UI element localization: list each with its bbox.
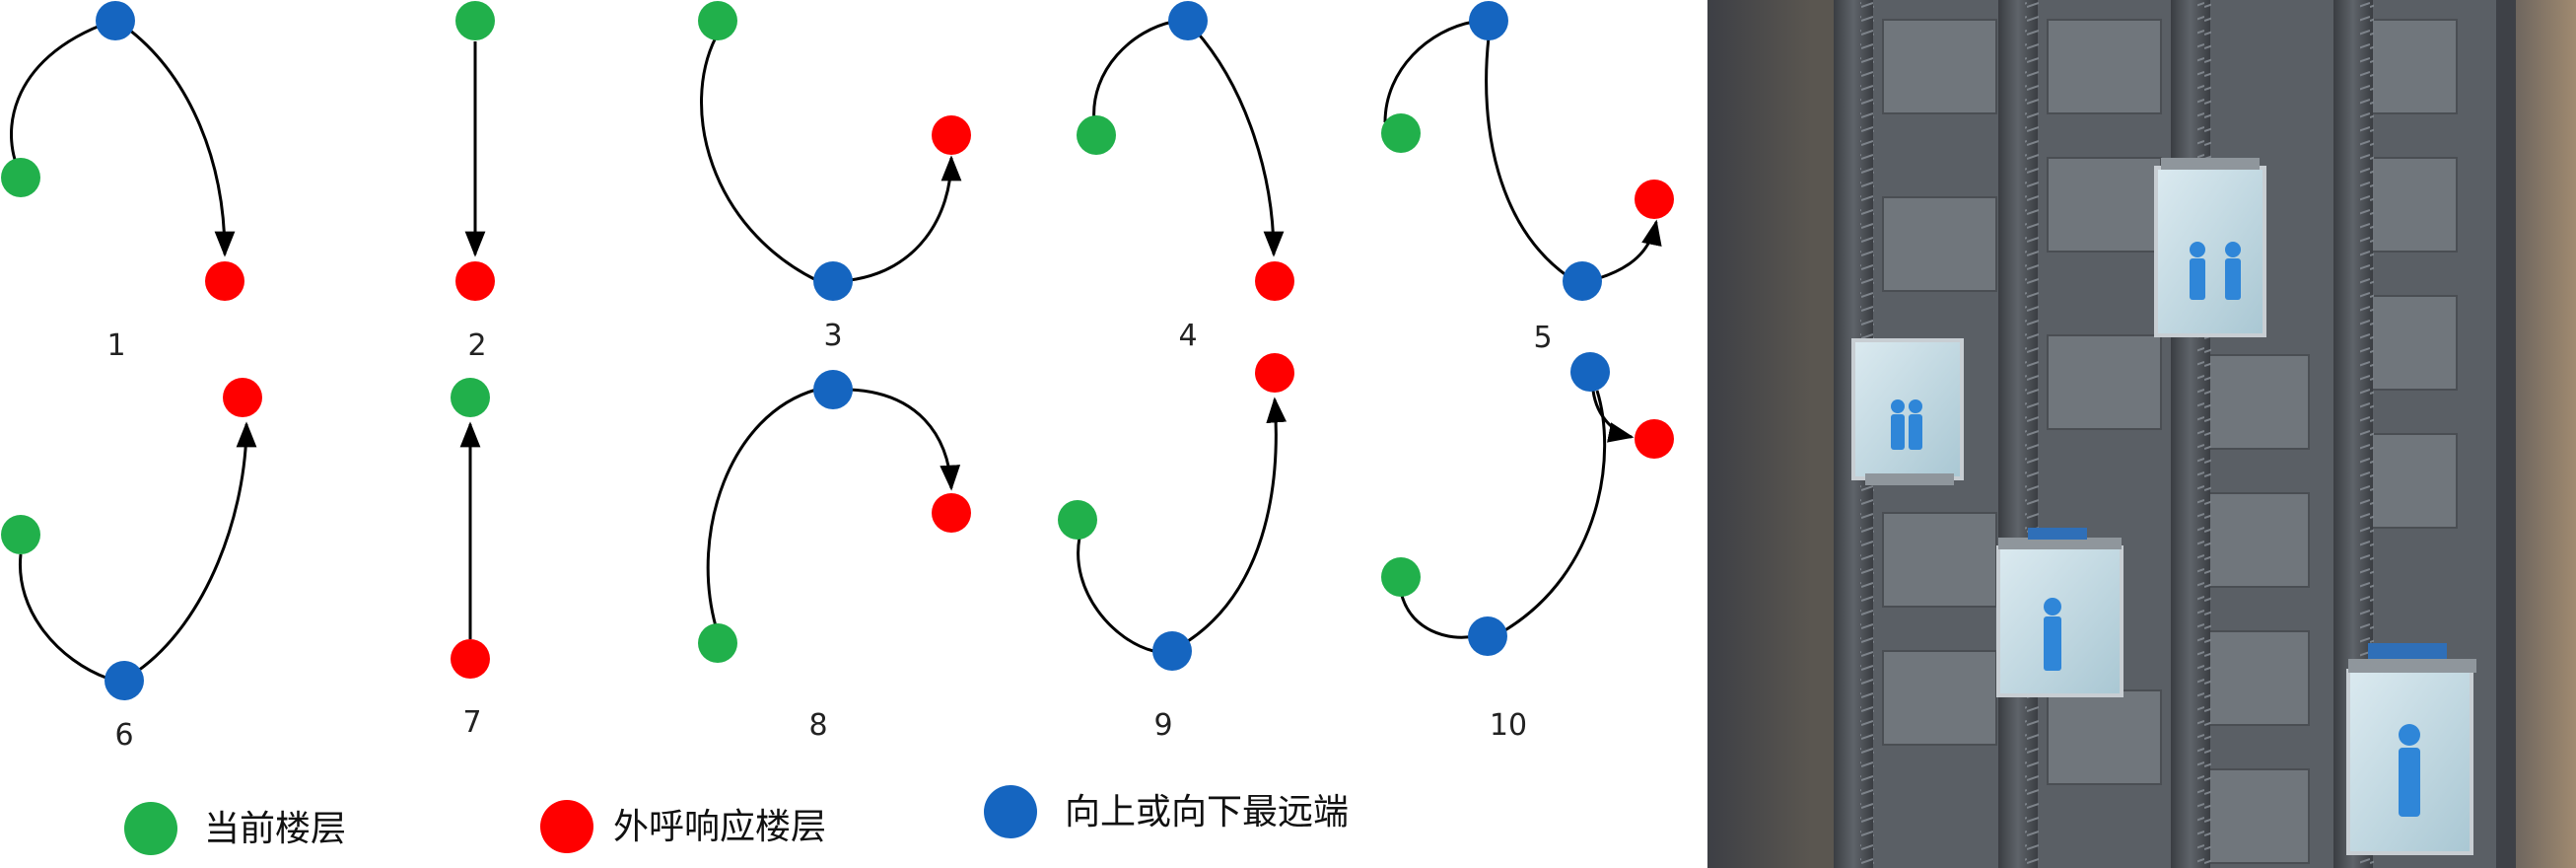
case-1-farthest-end-dot <box>96 1 135 40</box>
case-10-second-farthest-dot <box>1468 616 1507 656</box>
case-8-path-to-farthest <box>706 388 817 627</box>
case-3: 3 <box>698 1 971 353</box>
case-7-current-floor-dot <box>451 639 490 679</box>
case-6-farthest-end-dot <box>104 661 144 700</box>
case-2: 2 <box>455 1 495 363</box>
case-6: 6 <box>1 378 262 753</box>
case-8-path-to-call <box>849 388 961 491</box>
case-1-path-to-farthest <box>10 20 111 177</box>
case-1-path-to-call <box>117 20 236 257</box>
case-9-path-to-farthest <box>1077 537 1154 653</box>
case-2-current-floor-dot <box>455 1 495 40</box>
elevator-car-left <box>1851 338 1964 485</box>
case-8: 8 <box>698 370 971 743</box>
case-1-hall-call-dot <box>205 261 244 301</box>
case-9-path-to-call <box>1187 397 1288 643</box>
case-2-hall-call-dot <box>455 261 495 301</box>
case-1-current-floor-dot <box>1 158 40 197</box>
elevator-car-middle <box>1996 528 2123 697</box>
legend-farthest-end-label: 向上或向下最远端 <box>1065 792 1349 832</box>
case-5-current-floor-dot <box>1381 113 1421 153</box>
case-10-farthest-end-dot <box>1570 352 1610 392</box>
passenger-figure-icon <box>2190 242 2241 300</box>
case-1: 1 <box>1 1 244 363</box>
case-2-number: 2 <box>467 328 486 363</box>
case-4-current-floor-dot <box>1077 115 1116 155</box>
legend-hall-call-swatch <box>540 800 593 853</box>
case-3-number: 3 <box>823 319 842 353</box>
case-10-hall-call-dot <box>1635 419 1674 459</box>
case-6-number: 6 <box>114 718 133 753</box>
case-10: 10 <box>1381 352 1674 743</box>
elevator-building-illustration <box>1707 0 2576 868</box>
case-10-path-to-call <box>1591 390 1635 443</box>
elevator-scheduling-diagram: 1 2 3 4 5 <box>1 1 1674 855</box>
case-3-hall-call-dot <box>932 115 971 155</box>
case-6-path-to-farthest <box>18 553 109 681</box>
case-5-path-to-call <box>1485 36 1568 278</box>
case-9-hall-call-dot <box>1255 353 1294 393</box>
legend-current-floor-swatch <box>124 802 177 855</box>
case-3-path-to-farthest <box>700 36 817 282</box>
case-5: 5 <box>1381 1 1674 355</box>
case-9-farthest-end-dot <box>1152 631 1192 671</box>
case-7-hall-call-dot <box>451 378 490 417</box>
case-10-path-to-second <box>1399 591 1475 639</box>
case-6-hall-call-dot <box>223 378 262 417</box>
elevator-car-right <box>2346 643 2476 855</box>
case-8-current-floor-dot <box>698 623 737 663</box>
case-5-number: 5 <box>1533 321 1552 355</box>
case-4: 4 <box>1077 1 1294 353</box>
case-9-number: 9 <box>1153 708 1172 743</box>
case-3-farthest-end-dot <box>813 261 853 301</box>
case-5-path-to-call-tail <box>1598 219 1662 280</box>
case-8-number: 8 <box>808 708 827 743</box>
case-5-hall-call-dot <box>1635 180 1674 219</box>
case-4-number: 4 <box>1178 319 1197 353</box>
case-3-path-to-call <box>849 155 962 282</box>
case-10-current-floor-dot <box>1381 557 1421 597</box>
case-5-path-to-farthest <box>1383 20 1475 123</box>
case-7-number: 7 <box>462 705 481 740</box>
case-6-current-floor-dot <box>1 515 40 554</box>
case-4-hall-call-dot <box>1255 261 1294 301</box>
case-10-number: 10 <box>1490 708 1527 743</box>
case-6-path-to-call <box>137 421 257 673</box>
case-4-path-to-farthest <box>1092 20 1174 123</box>
case-1-number: 1 <box>106 328 125 363</box>
case-5-farthest-end-dot <box>1469 1 1508 40</box>
case-4-path-to-call <box>1193 29 1285 257</box>
legend-hall-call-label: 外呼响应楼层 <box>613 807 826 847</box>
elevator-car-top <box>2154 158 2266 337</box>
case-10-path-to-farthest <box>1502 390 1607 633</box>
passenger-figure-icon <box>2399 724 2420 817</box>
legend: 当前楼层 外呼响应楼层 向上或向下最远端 <box>124 785 1349 855</box>
legend-farthest-end-swatch <box>984 785 1037 838</box>
case-9-current-floor-dot <box>1058 500 1097 540</box>
passenger-figure-icon <box>2044 598 2061 671</box>
case-8-farthest-end-dot <box>813 370 853 409</box>
case-8-hall-call-dot <box>932 493 971 533</box>
case-9: 9 <box>1058 353 1294 743</box>
case-7: 7 <box>451 378 490 740</box>
case-5-second-farthest-dot <box>1563 261 1602 301</box>
case-4-farthest-end-dot <box>1168 1 1208 40</box>
case-3-current-floor-dot <box>698 1 737 40</box>
passenger-figure-icon <box>1891 399 1922 450</box>
legend-current-floor-label: 当前楼层 <box>204 809 346 849</box>
